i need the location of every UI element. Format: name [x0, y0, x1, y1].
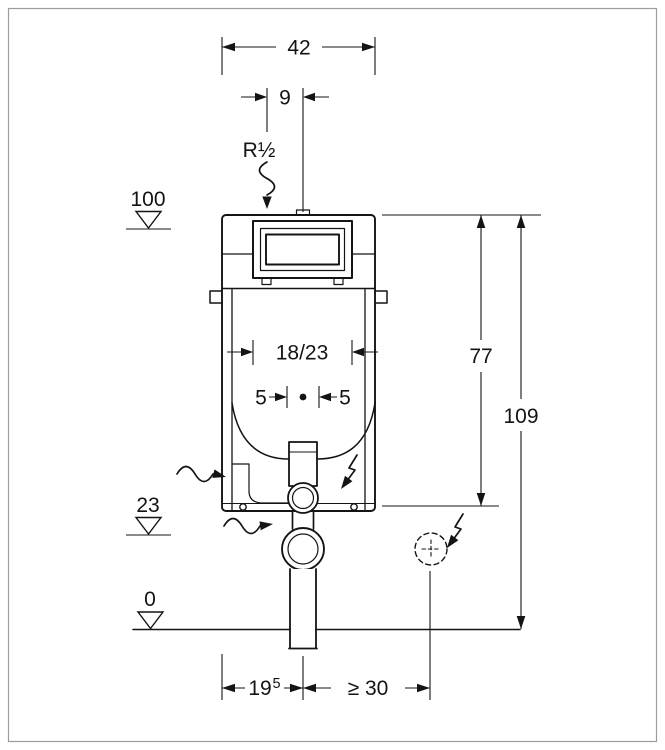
- level-marker-23: 23: [126, 494, 171, 536]
- lightning-icon: [453, 513, 464, 539]
- power-connection-tank: [341, 454, 358, 489]
- water-supply-upper: [176, 465, 226, 483]
- flush-valve: [288, 441, 318, 487]
- dim-label-5-right: 5: [339, 387, 351, 410]
- level-triangle-icon: [136, 611, 165, 630]
- arrowhead: [516, 215, 526, 228]
- access-tab: [333, 277, 344, 286]
- level-label-0: 0: [144, 588, 156, 611]
- extension-line: [221, 654, 304, 700]
- arrowhead: [447, 534, 459, 548]
- arrowhead: [516, 616, 526, 629]
- alt-drain-circle-icon: [414, 532, 448, 566]
- dim-inner-height: 77: [382, 214, 541, 507]
- arrowhead: [259, 521, 273, 531]
- flexible-hose-icon: [176, 465, 214, 483]
- dim-label-109: 109: [503, 405, 538, 428]
- power-connection-floor: [447, 513, 464, 548]
- dim-outlet-distance: 19 5: [221, 654, 304, 700]
- level-triangle-icon: [134, 210, 163, 230]
- access-box-outer: [252, 220, 353, 279]
- arrowhead: [222, 683, 235, 693]
- dim-center-offsets: 5 5: [255, 386, 351, 410]
- flexible-connection-icon: [258, 161, 276, 196]
- dim-total-height: 109: [503, 215, 539, 629]
- center-point: [299, 393, 307, 401]
- level-marker-0: 0: [136, 588, 165, 630]
- base-screw: [239, 503, 247, 511]
- arrowhead: [222, 42, 235, 52]
- water-supply-lower: [223, 517, 273, 535]
- inlet-socket: [295, 209, 311, 216]
- thread-label: R½: [243, 139, 276, 162]
- dim-side-clearance: ≥ 30: [303, 571, 431, 700]
- arrowhead: [303, 683, 316, 693]
- arrowhead: [476, 493, 486, 506]
- drain-neck: [291, 511, 315, 530]
- arrowhead: [476, 215, 486, 228]
- dim-label-geq-30: ≥ 30: [348, 677, 389, 700]
- pipe-fill: [291, 569, 315, 648]
- arrowhead: [319, 392, 331, 402]
- drain-pipe: [288, 568, 318, 650]
- dim-label-18-23: 18/23: [276, 342, 329, 365]
- dim-inlet-offset: 9: [241, 87, 329, 212]
- arrowhead: [362, 42, 375, 52]
- arrowhead: [241, 347, 253, 357]
- dim-top-width: 42: [221, 37, 376, 75]
- alt-drain-position: [414, 532, 448, 566]
- dim-label-77: 77: [469, 345, 492, 368]
- arrowhead: [212, 469, 226, 478]
- lightning-icon: [347, 454, 358, 480]
- wall-brackets: [209, 290, 388, 304]
- arrowhead: [262, 196, 272, 209]
- dim-label-19: 19: [248, 677, 271, 700]
- dim-panel-width: 18/23: [227, 340, 378, 365]
- arrowhead: [290, 683, 303, 693]
- level-label-23: 23: [136, 494, 159, 517]
- alt-drain-cross: [421, 539, 441, 559]
- page-frame-border: [7, 7, 658, 743]
- flexible-hose-icon: [223, 517, 261, 535]
- dim-label-19-sup: 5: [273, 676, 281, 692]
- extension-line: [252, 340, 353, 365]
- level-triangle-icon: [134, 516, 163, 536]
- dim-label-9: 9: [279, 87, 291, 110]
- flush-bend-inner: [291, 486, 315, 510]
- tank-bowl-curve: [231, 402, 376, 460]
- access-box-inner: [265, 233, 340, 266]
- outlet-bend-inner: [287, 533, 319, 565]
- arrowhead: [352, 347, 364, 357]
- frame-rails: [231, 287, 366, 512]
- drain-assembly: [281, 482, 325, 650]
- level-marker-100: 100: [126, 188, 171, 230]
- arrowhead: [417, 683, 430, 693]
- arrowhead: [341, 475, 353, 489]
- arrowhead: [275, 392, 287, 402]
- access-box-middle: [259, 227, 346, 272]
- level-label-100: 100: [130, 188, 165, 211]
- access-tab: [261, 277, 272, 286]
- base-screw: [350, 503, 358, 511]
- dim-label-42: 42: [287, 37, 310, 60]
- dim-label-5-left: 5: [255, 387, 267, 410]
- water-connection-callout: R½: [243, 139, 276, 209]
- fill-hose: [232, 463, 290, 504]
- arrowhead: [303, 92, 315, 102]
- arrowhead: [255, 92, 267, 102]
